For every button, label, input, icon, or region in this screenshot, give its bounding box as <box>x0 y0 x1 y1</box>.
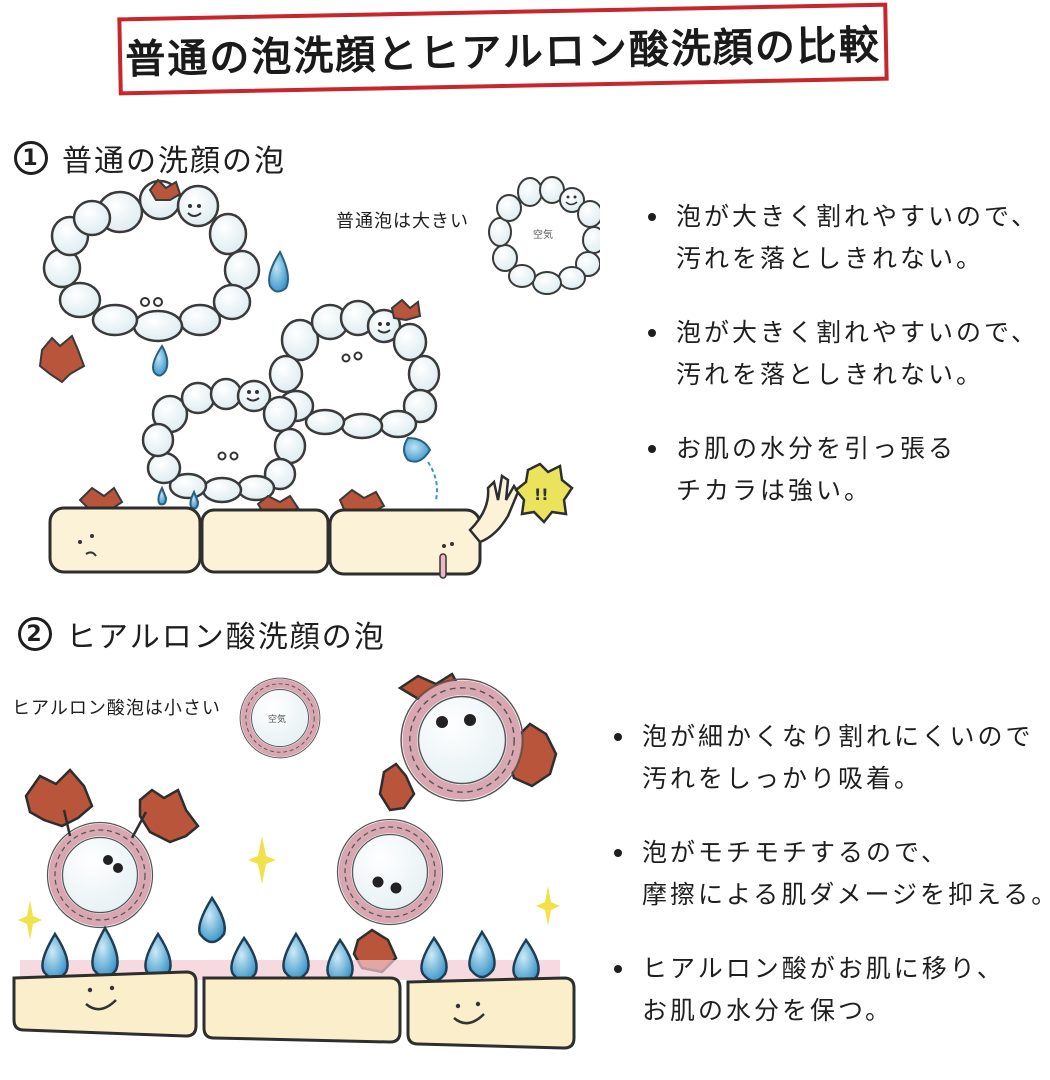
alert-burst-icon: !! <box>514 462 574 524</box>
regular-bubble-label: 普通泡は大きい <box>336 211 469 232</box>
section2-bullet-list: 泡が細かくなり割れにくいので 汚れをしっかり吸着。 泡がモチモチするので、 摩擦… <box>610 716 1050 1064</box>
dirt-particles <box>38 178 422 518</box>
sparkle-icons <box>18 836 560 940</box>
micro-bubble-3 <box>338 820 443 925</box>
section1-bullet: 泡が大きく割れやすいので、 汚れを落としきれない。 <box>644 312 1039 396</box>
section1-number: 1 <box>14 141 48 175</box>
section1-bullet: 泡が大きく割れやすいので、 汚れを落としきれない。 <box>644 196 1039 280</box>
section1-heading: 1 普通の洗顔の泡 <box>14 136 286 180</box>
water-drops <box>152 249 432 510</box>
svg-text:空気: 空気 <box>533 228 553 241</box>
section2-heading-text: ヒアルロン酸洗顔の泡 <box>66 620 386 655</box>
micro-bubble-1 <box>401 679 523 801</box>
svg-text:!!: !! <box>534 485 549 504</box>
reference-bubble-large <box>488 176 600 295</box>
section2-bullet: 泡がモチモチするので、 摩擦による肌ダメージを抑える。 <box>610 832 1050 916</box>
section2-heading: 2 ヒアルロン酸洗顔の泡 <box>18 612 386 656</box>
skin-cells <box>48 506 482 576</box>
large-bubble-1 <box>42 179 261 343</box>
hyaluronic-foam-illustration: 空気 <box>12 660 576 1050</box>
large-bubble-3 <box>141 377 307 504</box>
section1-heading-text: 普通の洗顔の泡 <box>62 144 286 179</box>
page-title: 普通の泡洗顔とヒアルロン酸洗顔の比較 <box>124 22 882 84</box>
regular-foam-illustration: 空気 <box>38 176 600 579</box>
hyaluronic-bubble-label: ヒアルロン酸泡は小さい <box>12 698 221 719</box>
section2-bullet: ヒアルロン酸がお肌に移り、 お肌の水分を保つ。 <box>610 948 1050 1032</box>
section2-number: 2 <box>18 617 52 651</box>
section1-bullet-list: 泡が大きく割れやすいので、 汚れを落としきれない。 泡が大きく割れやすいので、 … <box>644 196 1039 544</box>
micro-bubble-2 <box>48 823 153 928</box>
title-banner: 普通の泡洗顔とヒアルロン酸洗顔の比較 <box>117 2 889 96</box>
section1-bullet: お肌の水分を引っ張る チカラは強い。 <box>644 428 1039 512</box>
skin-cells-2 <box>12 970 576 1050</box>
svg-text:空気: 空気 <box>268 713 286 725</box>
section2-bullet: 泡が細かくなり割れにくいので 汚れをしっかり吸着。 <box>610 716 1050 800</box>
